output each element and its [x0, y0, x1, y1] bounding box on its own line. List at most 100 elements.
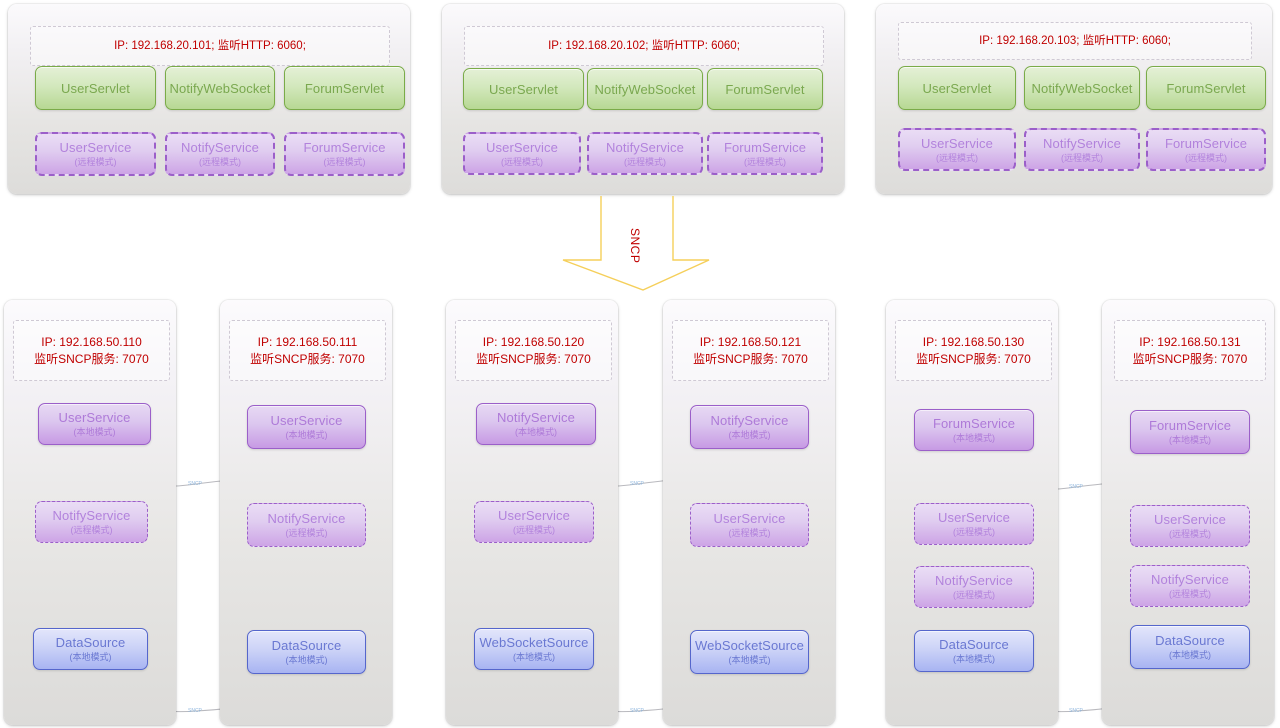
edge-label: SNCP: [630, 708, 645, 714]
sncp-protocol-label: SNCP: [628, 228, 642, 263]
datasource-box[interactable]: WebSocketSource (本地模式): [474, 628, 594, 670]
local-service-box[interactable]: UserService (本地模式): [247, 405, 366, 449]
box-title: DataSource: [271, 638, 342, 653]
box-mode: (远程模式): [1169, 529, 1211, 539]
box-mode: (本地模式): [285, 430, 328, 440]
box-title: UserService: [938, 510, 1010, 525]
local-service-box[interactable]: UserService (本地模式): [38, 403, 151, 445]
box-title: NotifyService: [1043, 135, 1121, 151]
remote-service-box[interactable]: UserService (远程模式): [474, 501, 594, 543]
servlet-box[interactable]: ForumServlet: [284, 66, 405, 110]
remote-service-box[interactable]: UserService (远程模式): [35, 132, 156, 176]
service-node-panel-121: IP: 192.168.50.121 监听SNCP服务: 7070 Notify…: [663, 300, 835, 725]
box-mode: (远程模式): [513, 525, 555, 535]
node-header-ip: IP: 192.168.50.121 监听SNCP服务: 7070: [672, 320, 829, 381]
node-header-ip: IP: 192.168.20.101; 监听HTTP: 6060;: [30, 26, 390, 66]
box-title: UserService: [921, 135, 993, 151]
box-title: ForumService: [303, 140, 386, 155]
datasource-box[interactable]: DataSource (本地模式): [914, 630, 1034, 672]
box-title: ForumService: [1148, 418, 1232, 433]
datasource-box[interactable]: DataSource (本地模式): [1130, 625, 1250, 669]
box-mode: (远程模式): [1185, 152, 1227, 163]
servlet-box[interactable]: UserServlet: [35, 66, 156, 110]
remote-service-box[interactable]: NotifyService (远程模式): [1130, 565, 1250, 607]
remote-service-box[interactable]: UserService (远程模式): [898, 128, 1016, 171]
servlet-box[interactable]: NotifyWebSocket: [1024, 66, 1140, 110]
local-service-box[interactable]: ForumService (本地模式): [1130, 410, 1250, 454]
box-mode: (本地模式): [1169, 650, 1211, 660]
box-title: ForumService: [723, 139, 807, 155]
box-mode: (本地模式): [953, 654, 995, 664]
box-title: DataSource: [55, 635, 126, 650]
remote-service-box[interactable]: NotifyService (远程模式): [35, 501, 148, 543]
node-header-ip: IP: 192.168.50.111 监听SNCP服务: 7070: [229, 320, 386, 381]
remote-service-box[interactable]: NotifyService (远程模式): [1024, 128, 1140, 171]
remote-service-box[interactable]: UserService (远程模式): [690, 503, 809, 547]
web-node-panel-2: IP: 192.168.20.102; 监听HTTP: 6060; UserSe…: [442, 4, 844, 194]
node-header-ip: IP: 192.168.50.120 监听SNCP服务: 7070: [455, 320, 612, 381]
box-title: DataSource: [1155, 633, 1225, 648]
header-text: IP: 192.168.20.103; 监听HTTP: 6060;: [979, 34, 1171, 47]
servlet-box[interactable]: UserServlet: [463, 68, 584, 110]
box-title: DataSource: [939, 637, 1009, 652]
servlet-box[interactable]: ForumServlet: [707, 68, 823, 110]
box-mode: (远程模式): [70, 525, 113, 535]
service-node-panel-130: IP: 192.168.50.130 监听SNCP服务: 7070 ForumS…: [886, 300, 1058, 725]
node-header-ip: IP: 192.168.50.131 监听SNCP服务: 7070: [1114, 320, 1266, 381]
header-ip: IP: 192.168.50.121: [699, 334, 802, 349]
box-title: UserService: [1154, 512, 1226, 527]
remote-service-box[interactable]: NotifyService (远程模式): [165, 132, 275, 176]
remote-service-box[interactable]: UserService (远程模式): [463, 132, 581, 175]
remote-service-box[interactable]: ForumService (远程模式): [707, 132, 823, 175]
box-title: WebSocketSource: [695, 638, 804, 653]
box-title: NotifyService: [710, 413, 789, 428]
local-service-box[interactable]: ForumService (本地模式): [914, 409, 1034, 451]
box-title: ForumService: [932, 416, 1016, 431]
box-title: NotifyService: [181, 140, 259, 155]
box-title: NotifyWebSocket: [1031, 80, 1133, 96]
remote-service-box[interactable]: UserService (远程模式): [914, 503, 1034, 545]
local-service-box[interactable]: NotifyService (本地模式): [690, 405, 809, 449]
box-mode: (本地模式): [73, 427, 116, 437]
box-mode: (远程模式): [936, 152, 978, 163]
header-ip: IP: 192.168.50.110: [41, 334, 142, 349]
service-node-panel-120: IP: 192.168.50.120 监听SNCP服务: 7070 Notify…: [446, 300, 618, 725]
servlet-box[interactable]: NotifyWebSocket: [165, 66, 275, 110]
box-mode: (本地模式): [285, 655, 328, 665]
box-mode: (本地模式): [728, 655, 771, 665]
box-title: NotifyService: [52, 508, 131, 523]
remote-service-box[interactable]: UserService (远程模式): [1130, 505, 1250, 547]
box-mode: (本地模式): [515, 427, 557, 437]
datasource-box[interactable]: DataSource (本地模式): [33, 628, 148, 670]
box-mode: (远程模式): [624, 156, 666, 167]
remote-service-box[interactable]: NotifyService (远程模式): [247, 503, 366, 547]
box-title: UserServlet: [60, 80, 130, 96]
servlet-box[interactable]: UserServlet: [898, 66, 1016, 110]
box-title: UserServlet: [922, 80, 992, 96]
servlet-box[interactable]: ForumServlet: [1146, 66, 1266, 110]
box-mode: (远程模式): [501, 156, 543, 167]
box-mode: (本地模式): [513, 652, 555, 662]
remote-service-box[interactable]: ForumService (远程模式): [1146, 128, 1266, 171]
remote-service-box[interactable]: ForumService (远程模式): [284, 132, 405, 176]
datasource-box[interactable]: WebSocketSource (本地模式): [690, 630, 809, 674]
web-node-panel-1: IP: 192.168.20.101; 监听HTTP: 6060; UserSe…: [8, 4, 410, 194]
remote-service-box[interactable]: NotifyService (远程模式): [914, 566, 1034, 608]
node-header-ip: IP: 192.168.50.110 监听SNCP服务: 7070: [13, 320, 170, 381]
box-title: NotifyWebSocket: [594, 81, 696, 97]
local-service-box[interactable]: NotifyService (本地模式): [476, 403, 596, 445]
box-mode: (远程模式): [1061, 152, 1103, 163]
remote-service-box[interactable]: NotifyService (远程模式): [587, 132, 703, 175]
service-node-panel-110: IP: 192.168.50.110 监听SNCP服务: 7070 UserSe…: [4, 300, 176, 725]
datasource-box[interactable]: DataSource (本地模式): [247, 630, 366, 674]
servlet-box[interactable]: NotifyWebSocket: [587, 68, 703, 110]
box-mode: (远程模式): [285, 528, 328, 538]
header-ip: IP: 192.168.50.131: [1139, 334, 1241, 349]
node-header-ip: IP: 192.168.20.103; 监听HTTP: 6060;: [898, 22, 1252, 60]
box-title: ForumServlet: [725, 81, 805, 97]
box-mode: (本地模式): [953, 433, 995, 443]
header-port: 监听SNCP服务: 7070: [250, 351, 365, 366]
box-mode: (远程模式): [728, 528, 771, 538]
sncp-text: SNCP: [628, 228, 642, 264]
header-port: 监听SNCP服务: 7070: [476, 351, 591, 366]
